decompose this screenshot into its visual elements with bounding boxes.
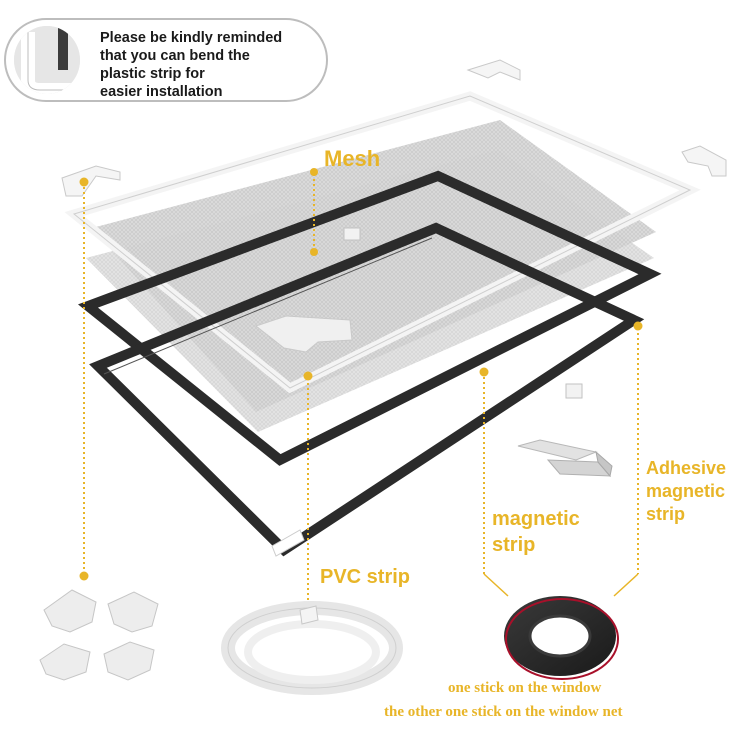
mesh-sheet-front (86, 150, 654, 432)
corner-connector-left (61, 165, 121, 197)
magnetic-strip-end-white (271, 529, 305, 557)
label-line: Adhesive (646, 458, 727, 478)
magnetic-frame-upper (77, 170, 662, 466)
small-clip-center (343, 227, 361, 241)
bent-strip-thumbnail (14, 26, 80, 94)
label-line: magnetic (492, 508, 580, 530)
magnetic-strip-roll-icon (504, 596, 619, 680)
pvc-frame-outline (72, 95, 692, 389)
corner-pieces-set (39, 589, 159, 681)
small-clip-right (565, 383, 583, 399)
metal-clip-icon (517, 439, 613, 478)
corner-connector-mid (254, 315, 353, 353)
label-line: strip (646, 504, 686, 524)
corner-connector-top (466, 59, 521, 81)
reminder-callout: Please be kindly reminded that you can b… (4, 18, 328, 102)
pvc-strip-label: PVC strip (320, 566, 411, 588)
corner-connector-right (681, 145, 727, 177)
reminder-line: Please be kindly reminded (100, 30, 283, 46)
leader-lines (83, 174, 639, 608)
reminder-line: plastic strip for (100, 66, 205, 82)
mesh-label: Mesh (324, 146, 381, 171)
solid-connectors (483, 573, 639, 597)
adhesive-magnetic-strip-label: Adhesive magnetic strip (646, 457, 750, 526)
reminder-line: easier installation (100, 84, 223, 100)
footnote-window: one stick on the window (448, 680, 602, 696)
reminder-line: that you can bend the (100, 48, 250, 64)
label-line: magnetic (646, 481, 726, 501)
magnetic-strip-inner-edge (103, 237, 433, 375)
label-line: strip (492, 534, 536, 556)
magnetic-frame-lower (89, 222, 645, 557)
footnote-window-net: the other one stick on the window net (384, 704, 623, 720)
magnetic-strip-label: magnetic strip (492, 506, 612, 558)
reminder-text: Please be kindly reminded that you can b… (100, 29, 330, 101)
pvc-strip-roll-icon (221, 601, 403, 695)
